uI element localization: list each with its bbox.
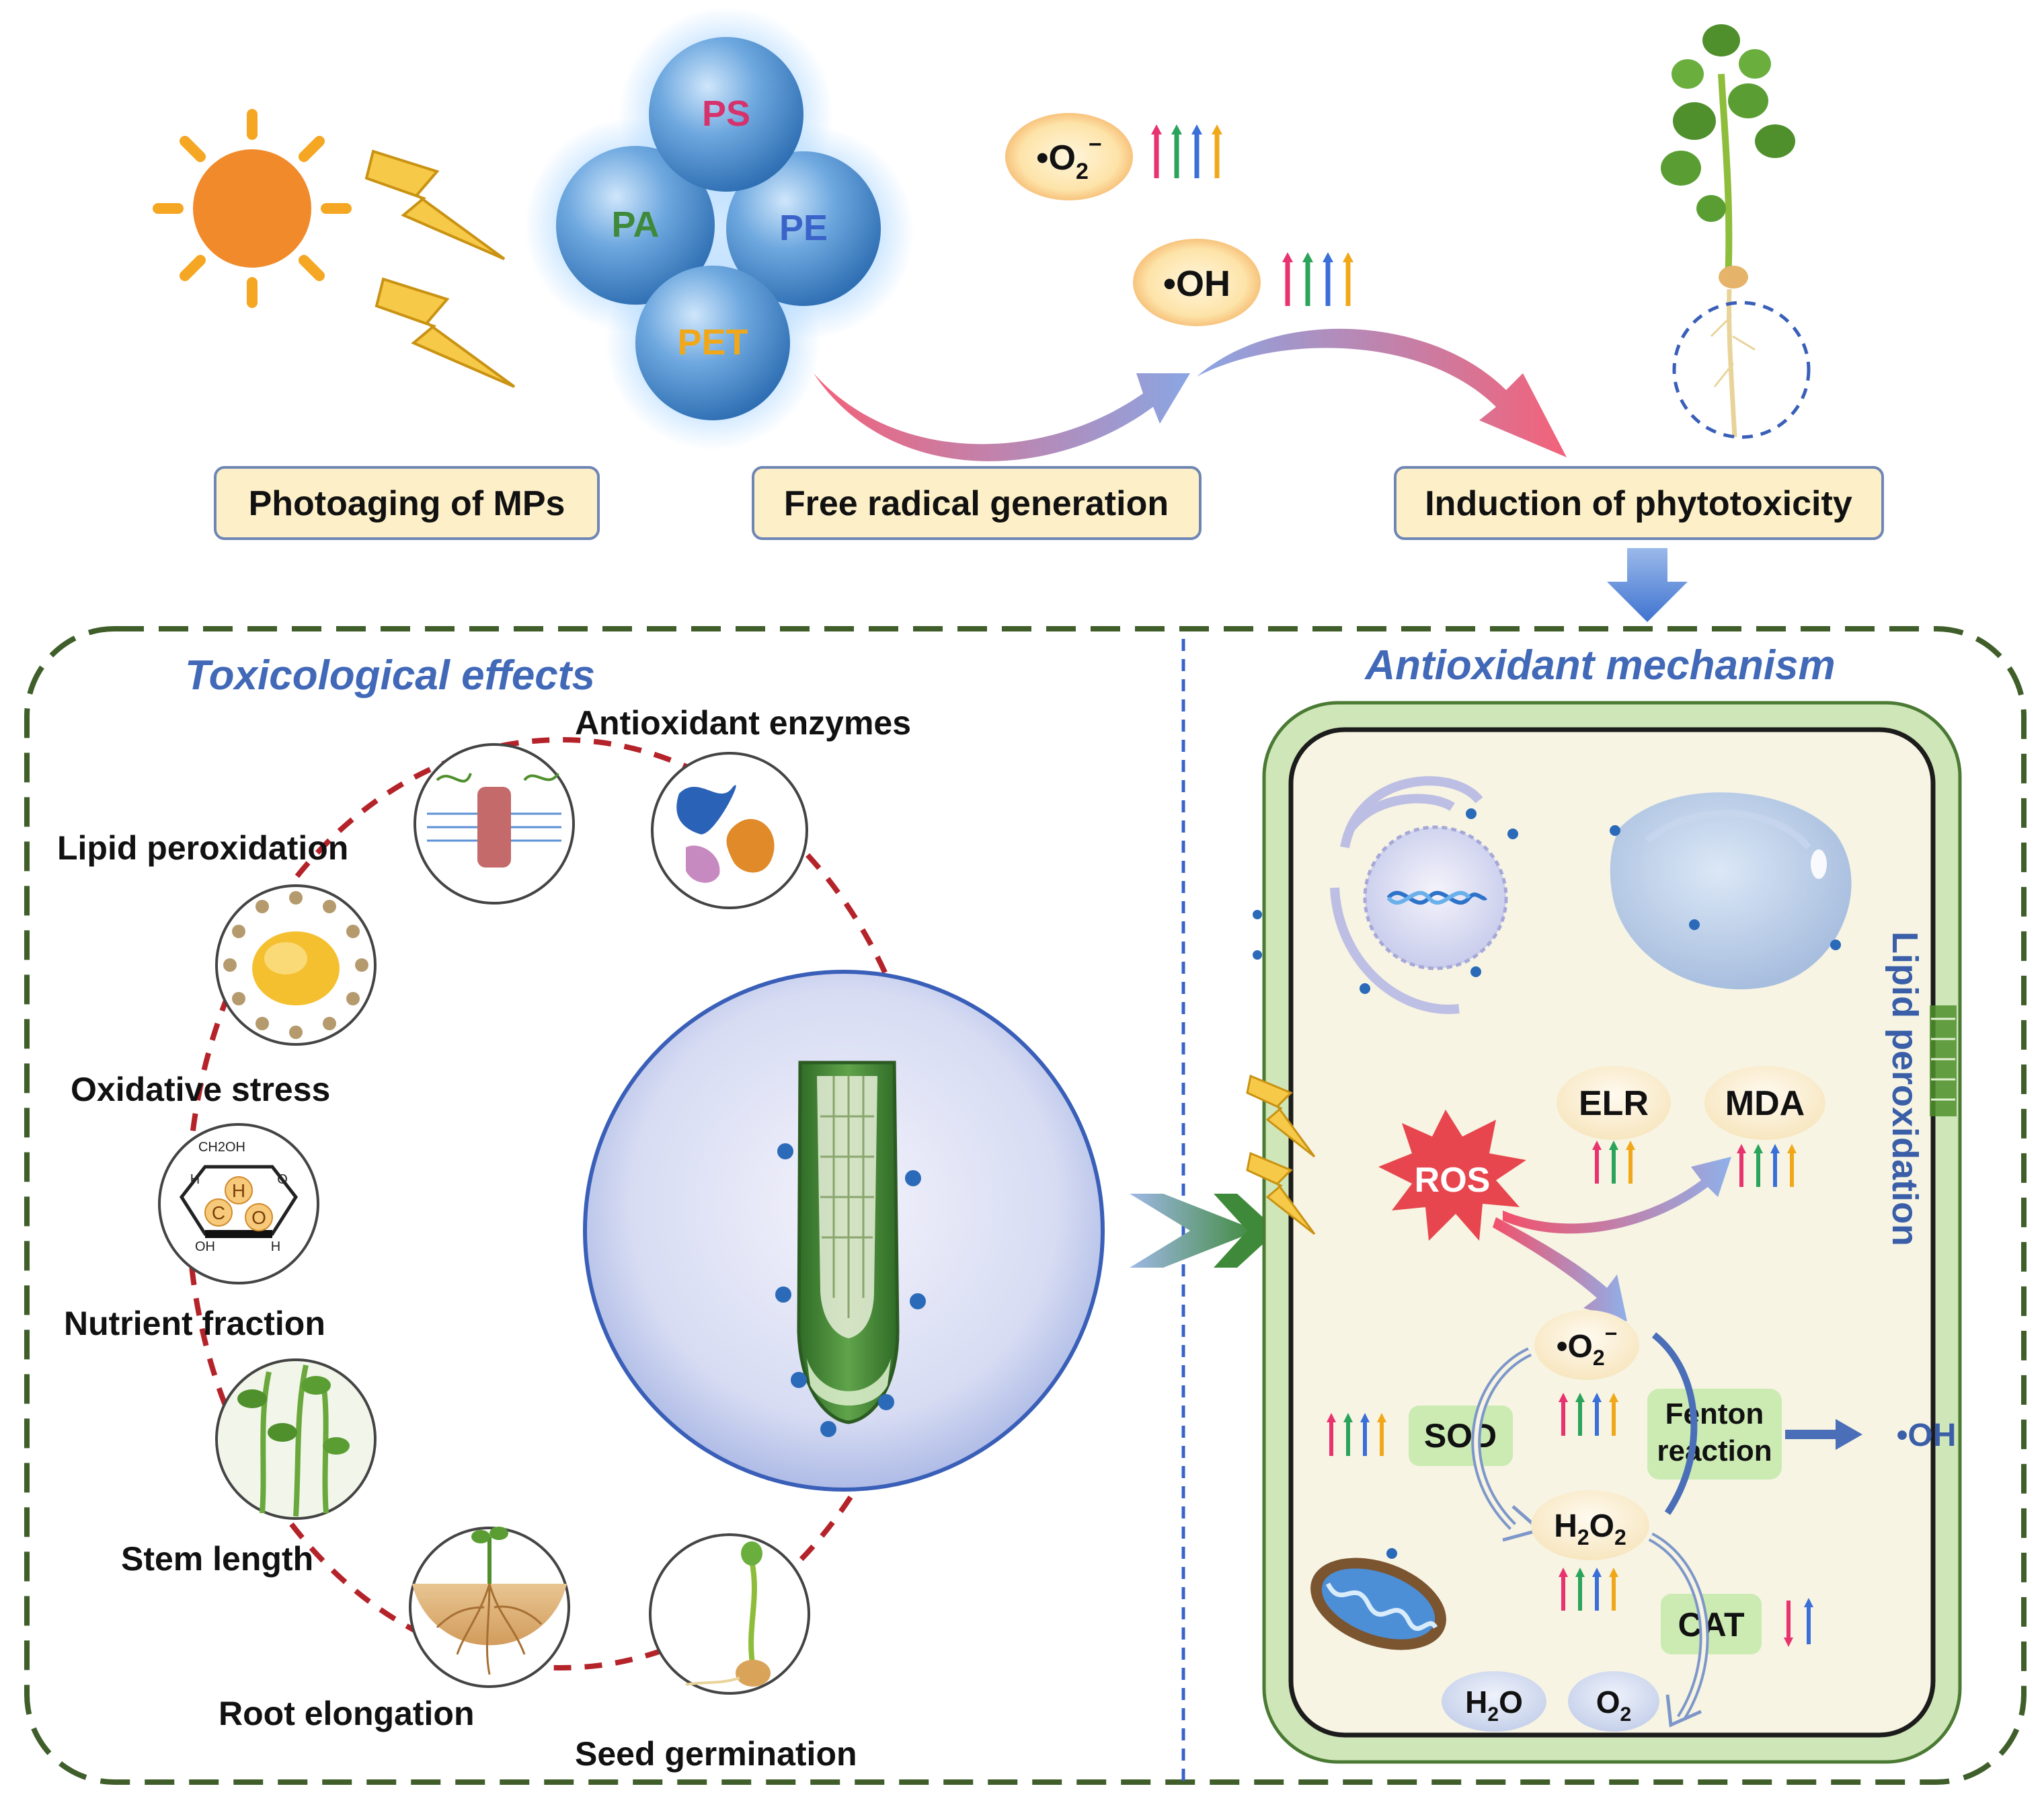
- cat-change-arrows: [1784, 1598, 1813, 1647]
- increase-arrows: [1282, 252, 1353, 306]
- phytotoxicity-arrow: [1197, 328, 1567, 457]
- ros-burst: ROS: [1378, 1110, 1526, 1241]
- ros-to-peroxidation-arrow: [1503, 1157, 1731, 1234]
- down-arrow: [1607, 548, 1688, 622]
- root-tip-illustration: [583, 970, 1105, 1492]
- antioxidant-mechanism-title: Antioxidant mechanism: [1364, 642, 1835, 689]
- cat-enzyme: CAT: [1661, 1594, 1762, 1654]
- vacuole-icon: [1610, 792, 1852, 990]
- mitochondrion-icon: [1310, 1548, 1446, 1650]
- svg-text:•O2−: •O2−: [1557, 1321, 1618, 1370]
- pe-bubble: PE: [726, 151, 881, 306]
- free-radical-label: Free radical generation: [752, 466, 1202, 540]
- mda-marker: MDA: [1704, 1066, 1825, 1140]
- superoxide-radical: •O2−: [1005, 113, 1133, 200]
- nutrient-fraction-label: Nutrient fraction: [64, 1305, 325, 1342]
- increase-arrows: [1559, 1568, 1618, 1611]
- increase-arrows: [1327, 1413, 1386, 1456]
- svg-text:Photoaging of MPs: Photoaging of MPs: [249, 484, 565, 523]
- svg-text:CH2OH: CH2OH: [198, 1140, 245, 1155]
- svg-text:ELR: ELR: [1579, 1084, 1649, 1123]
- cell-hydrogen-peroxide: H2O2: [1531, 1490, 1649, 1560]
- protein-icon: [651, 752, 808, 909]
- svg-text:Induction of phytotoxicity: Induction of phytotoxicity: [1425, 484, 1852, 523]
- svg-text:H2O2: H2O2: [1554, 1508, 1626, 1549]
- generation-arrow: [814, 373, 1190, 461]
- stem-plant-icon: [215, 1358, 377, 1520]
- flow-arrow: [1130, 1194, 1278, 1268]
- svg-text:O: O: [277, 1172, 288, 1187]
- lightning-icon: [1246, 1151, 1316, 1235]
- membrane-channel-icon: [1930, 1005, 1957, 1116]
- seedling-icon: [649, 1533, 810, 1695]
- pa-bubble: PA: [556, 146, 715, 305]
- pet-bubble: PET: [635, 266, 790, 420]
- oxidative-stress-label: Oxidative stress: [71, 1071, 330, 1108]
- svg-text:•OH: •OH: [1163, 264, 1230, 304]
- svg-text:H: H: [190, 1172, 200, 1187]
- stem-length-label: Stem length: [121, 1540, 313, 1578]
- membrane-icon: [414, 743, 575, 905]
- cat-conversion-arrow: [1648, 1532, 1709, 1728]
- lightning-icon: [1246, 1074, 1316, 1158]
- svg-text:PA: PA: [611, 204, 659, 245]
- photoaging-label: Photoaging of MPs: [214, 466, 600, 540]
- fenton-reaction: Fenton reaction: [1647, 1389, 1782, 1479]
- hydroxyl-radical: •OH: [1133, 239, 1261, 326]
- water-product: H2O: [1442, 1671, 1546, 1732]
- increase-arrows: [1151, 124, 1222, 178]
- lightning-icon: [364, 149, 506, 260]
- svg-text:C: C: [212, 1202, 225, 1223]
- elr-marker: ELR: [1557, 1066, 1671, 1140]
- svg-text:•O2−: •O2−: [1036, 132, 1101, 184]
- cell-lipid-peroxidation-label: Lipid peroxidation: [1885, 931, 1925, 1246]
- svg-text:H2O: H2O: [1465, 1685, 1523, 1726]
- svg-text:ROS: ROS: [1415, 1161, 1491, 1200]
- svg-text:Fenton: Fenton: [1665, 1397, 1764, 1430]
- soil-root-icon: [409, 1527, 570, 1688]
- cell-hydroxyl-output: •OH: [1897, 1418, 1957, 1453]
- svg-text:H: H: [271, 1239, 280, 1254]
- svg-text:H: H: [232, 1180, 245, 1201]
- seed-germination-label: Seed germination: [575, 1735, 857, 1773]
- svg-text:Free radical generation: Free radical generation: [784, 484, 1169, 523]
- increase-arrows: [1559, 1393, 1618, 1436]
- fenton-output-arrow: [1785, 1419, 1862, 1450]
- svg-text:PET: PET: [677, 322, 748, 362]
- svg-text:SOD: SOD: [1424, 1417, 1497, 1455]
- svg-text:PS: PS: [702, 93, 750, 134]
- cell-superoxide: •O2−: [1534, 1310, 1639, 1380]
- antioxidant-enzymes-label: Antioxidant enzymes: [575, 704, 911, 742]
- microplastic-cluster: PA PE PS PET: [524, 7, 914, 451]
- nucleus-icon: [1253, 776, 1518, 1014]
- svg-text:OH: OH: [195, 1239, 215, 1254]
- oxygen-product: O2: [1568, 1671, 1659, 1732]
- phytotoxicity-label: Induction of phytotoxicity: [1394, 466, 1884, 540]
- fenton-curve-arrow: [1651, 1332, 1698, 1515]
- sun-icon: [153, 109, 352, 308]
- svg-text:MDA: MDA: [1725, 1084, 1805, 1123]
- pea-seedling-illustration: [1661, 24, 1811, 439]
- svg-text:CAT: CAT: [1678, 1606, 1744, 1644]
- toxicological-effects-title: Toxicological effects: [185, 652, 595, 699]
- oxidative-cell-icon: [215, 884, 377, 1046]
- glucose-icon: CH2OH H O OH H H C O: [158, 1123, 319, 1284]
- svg-text:reaction: reaction: [1657, 1434, 1772, 1467]
- root-elongation-label: Root elongation: [219, 1695, 475, 1732]
- svg-text:O2: O2: [1596, 1685, 1631, 1726]
- increase-arrows: [1737, 1144, 1797, 1187]
- ps-bubble: PS: [649, 37, 803, 192]
- svg-text:PE: PE: [779, 208, 828, 248]
- increase-arrows: [1592, 1141, 1635, 1184]
- ros-to-superoxide-arrow: [1493, 1217, 1627, 1321]
- lightning-icon: [375, 277, 516, 388]
- svg-text:O: O: [251, 1207, 266, 1228]
- lipid-peroxidation-label: Lipid peroxidation: [57, 829, 348, 867]
- sod-enzyme: SOD: [1409, 1406, 1513, 1466]
